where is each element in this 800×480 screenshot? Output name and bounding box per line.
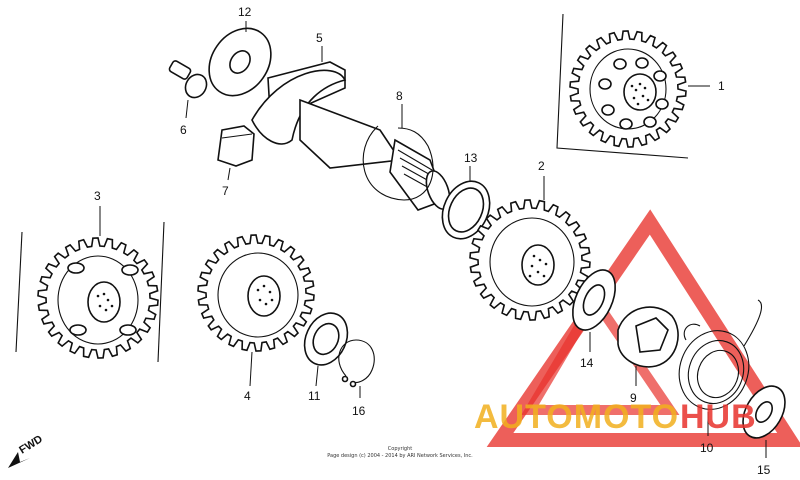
watermark-text: AUTOMOTO HUB <box>474 398 757 436</box>
frame-line-right <box>157 221 165 363</box>
callout-5: 5 <box>316 31 323 45</box>
watermark-text-a: AUTOMOTO <box>474 398 679 436</box>
gear-part-4[interactable]: 4 <box>197 234 315 403</box>
washer-part-12[interactable]: 12 <box>196 5 283 108</box>
callout-6: 6 <box>180 123 187 137</box>
watermark-text-b: HUB <box>680 398 757 436</box>
callout-1: 1 <box>718 79 725 93</box>
gear-part-1[interactable]: 1 <box>556 13 725 159</box>
frame-line-left <box>15 231 23 353</box>
callout-2: 2 <box>538 159 545 173</box>
copyright-title: Copyright <box>388 446 412 452</box>
callout-9: 9 <box>630 391 637 405</box>
gear-part-2[interactable]: 2 <box>469 159 591 321</box>
washer-part-11[interactable]: 11 <box>296 306 355 403</box>
washer-part-14[interactable]: 14 <box>564 263 624 370</box>
stopper-part-7[interactable]: 7 <box>217 125 255 198</box>
callout-3: 3 <box>94 189 101 203</box>
callout-12: 12 <box>238 5 252 19</box>
callout-15: 15 <box>757 463 771 477</box>
washer-part-15[interactable]: 15 <box>734 379 793 477</box>
circlip-part-8[interactable]: 8 <box>362 89 434 201</box>
snap-ring-part-16[interactable]: 16 <box>338 339 375 418</box>
callout-11: 11 <box>308 389 321 403</box>
callout-16: 16 <box>352 404 366 418</box>
ratchet-part-9[interactable]: 9 <box>617 306 679 405</box>
ring-part-13[interactable]: 13 <box>433 151 498 246</box>
callout-7: 7 <box>222 184 229 198</box>
gear-part-3[interactable]: 3 <box>15 189 165 363</box>
callout-10: 10 <box>700 441 714 455</box>
forward-arrow-icon <box>8 452 30 468</box>
fwd-label: FWD <box>17 433 45 456</box>
bolt-part-6[interactable]: 6 <box>168 60 210 137</box>
spring-part-10[interactable]: 10 <box>668 299 762 455</box>
callout-14: 14 <box>580 356 594 370</box>
callout-13: 13 <box>464 151 478 165</box>
callout-4: 4 <box>244 389 251 403</box>
copyright-line: Page design (c) 2004 - 2014 by ARI Netwo… <box>327 453 473 459</box>
spindle-part-5[interactable]: 5 <box>251 31 454 212</box>
frame-lines <box>556 13 689 159</box>
callout-8: 8 <box>396 89 403 103</box>
forward-direction-indicator: FWD <box>8 433 45 468</box>
